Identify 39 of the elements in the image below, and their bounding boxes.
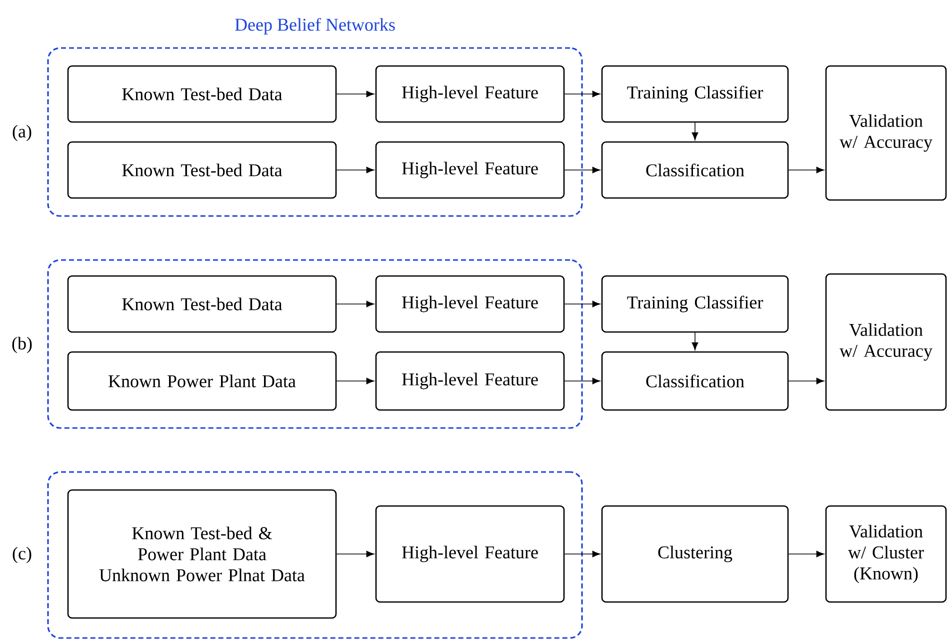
process-box: Classification <box>601 141 789 199</box>
arrow <box>564 300 600 308</box>
dashed-group-box <box>47 259 583 429</box>
process-box: High-level Feature <box>375 351 565 411</box>
process-box: Known Test-bed Data <box>67 65 337 123</box>
process-box: Known Test-bed & Power Plant Data Unknown Power Plnat Data <box>67 489 337 619</box>
dashed-group-box <box>47 471 583 639</box>
arrow <box>564 166 600 174</box>
panel-label: (b) <box>12 336 32 354</box>
arrow <box>336 300 374 308</box>
process-box: Clustering <box>601 505 789 603</box>
process-box: High-level Feature <box>375 275 565 333</box>
process-box: High-level Feature <box>375 505 565 603</box>
arrow <box>336 550 374 558</box>
process-box: Validation w/ Cluster (Known) <box>825 505 947 603</box>
process-box: Known Test-bed Data <box>67 275 337 333</box>
arrow <box>564 550 600 558</box>
process-box: Training Classifier <box>601 65 789 123</box>
arrow <box>788 166 824 174</box>
process-box: High-level Feature <box>375 141 565 199</box>
arrow <box>564 90 600 98</box>
panel-label: (a) <box>12 124 32 142</box>
arrow <box>788 378 824 384</box>
process-box: Known Test-bed Data <box>67 141 337 199</box>
group-title: Deep Belief Networks <box>235 18 395 34</box>
process-box: Known Power Plant Data <box>67 351 337 411</box>
arrow <box>692 332 698 350</box>
process-box: Classification <box>601 351 789 411</box>
arrow <box>564 378 600 384</box>
arrow <box>336 90 374 98</box>
arrow <box>336 378 374 384</box>
panel-label: (c) <box>12 546 32 564</box>
arrow <box>336 166 374 174</box>
arrow <box>788 550 824 558</box>
process-box: High-level Feature <box>375 65 565 123</box>
process-box: Validation w/ Accuracy <box>825 273 947 411</box>
process-box: Training Classifier <box>601 275 789 333</box>
process-box: Validation w/ Accuracy <box>825 65 947 201</box>
arrow <box>692 122 698 140</box>
